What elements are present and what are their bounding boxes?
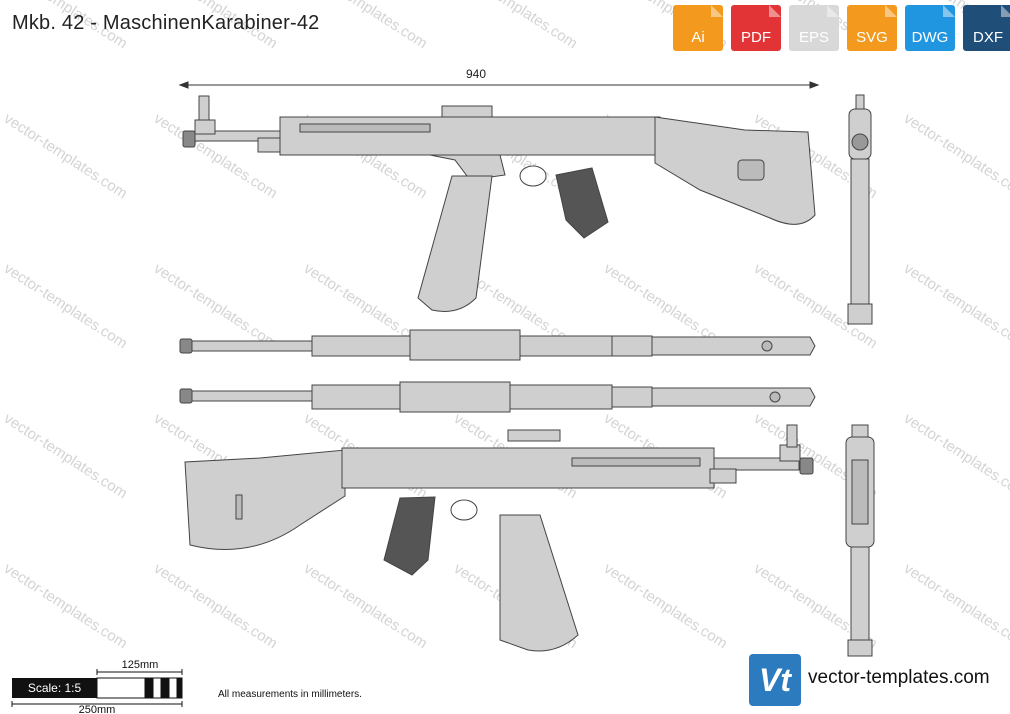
receiver-end [611,335,653,357]
front-view-lower [845,424,875,657]
dimension-line [178,81,820,89]
side-view-left [182,95,816,312]
format-label: SVG [856,29,888,46]
receiver-cover [409,329,521,361]
muzzle-nut [179,388,193,404]
stock-plate [737,159,765,181]
format-svg-icon[interactable]: SVG [847,5,897,51]
buttstock [651,387,816,407]
scale-bar [11,669,183,707]
rear-sight [851,424,869,438]
rear-sight [507,429,561,442]
stock-screw [769,391,781,403]
scale-label: Scale: 1:5 [12,678,97,698]
page-title: Mkb. 42 - MaschinenKarabiner-42 [12,12,320,34]
muzzle-nut [799,457,814,475]
bayonet-lug [709,468,737,484]
format-eps-icon[interactable]: EPS [789,5,839,51]
magazine [499,514,579,652]
gas-tube-vents [571,457,701,467]
pistol-grip [555,167,609,239]
format-label: DXF [973,29,1003,46]
scale-half-label: 125mm [122,659,159,671]
scale-full-label: 250mm [79,704,116,714]
trigger-guard [519,165,547,187]
format-label: DWG [911,29,949,46]
muzzle-bore [851,133,869,151]
magazine-well [399,381,511,413]
brand-logo-icon[interactable]: Vt [749,654,801,706]
magazine-base [847,303,873,325]
format-dwg-icon[interactable]: DWG [905,5,955,51]
front-sight [198,95,210,121]
format-label: EPS [798,29,829,46]
magazine-base [847,639,873,657]
front-sight [786,424,798,448]
brand-name[interactable]: vector-templates.com [808,667,990,688]
side-view-right [184,424,814,652]
format-pdf-icon[interactable]: PDF [731,5,781,51]
barrel [191,340,313,352]
trigger-guard [450,499,478,521]
muzzle-nut [182,130,196,148]
format-label: Ai [691,29,705,46]
format-dxf-icon[interactable]: DXF [963,5,1010,51]
stock-screw [761,340,773,352]
pistol-grip [383,496,436,576]
barrel [191,390,313,402]
barrel [713,457,800,471]
receiver [341,447,715,489]
front-sight-base [194,119,216,135]
buttstock [184,449,346,550]
front-view-upper [847,94,873,325]
stock-plate [851,459,869,525]
measurement-note: All measurements in millimeters. [218,689,362,700]
format-ai-icon[interactable]: Ai [673,5,723,51]
format-icons: Ai PDF EPS SVG DWG DXF [673,5,1010,51]
overall-length-label: 940 [466,67,487,81]
receiver-end [611,386,653,408]
magazine [850,158,870,310]
magazine [850,546,870,648]
buttstock [651,336,816,356]
rear-sight [441,105,493,118]
bayonet-lug [257,137,283,153]
top-view [179,329,816,361]
stock-slot [235,494,243,520]
buttstock [654,116,816,225]
front-sight [855,94,865,110]
bottom-view [179,381,816,413]
magazine [417,175,493,312]
muzzle-nut [179,338,193,354]
format-label: PDF [741,29,771,46]
gas-tube-vents [299,123,431,133]
receiver [279,116,661,156]
